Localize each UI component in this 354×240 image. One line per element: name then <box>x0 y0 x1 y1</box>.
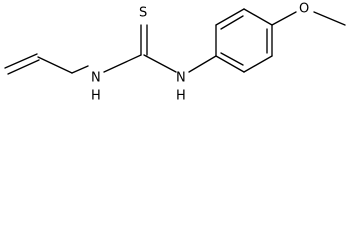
n-right-to-phenyl-bond <box>188 55 217 73</box>
allyl-ch-ch2-bond <box>37 56 73 74</box>
thiocarbonyl-to-n-right-bond <box>143 54 177 73</box>
allyl-terminal-double-bond-inner <box>7 59 40 75</box>
amine-left: N H <box>91 71 101 104</box>
phenyl-ring <box>215 8 273 73</box>
n-left-to-thiocarbonyl-bond <box>103 54 142 73</box>
amine-right: N H <box>176 71 186 104</box>
ring-inner-double-bond-1 <box>220 15 244 30</box>
ring-bond-2 <box>215 8 245 26</box>
nitrogen-left-label: N <box>91 71 101 86</box>
hydrogen-left-label: H <box>91 89 101 104</box>
allyl-ch2-n-bond <box>71 65 89 74</box>
ring-to-oxygen-bond <box>271 11 297 26</box>
oxygen-label: O <box>299 2 309 17</box>
ring-bond-6 <box>215 55 245 73</box>
hydrogen-right-label: H <box>176 89 186 104</box>
oxygen-to-methyl-bond <box>313 11 346 26</box>
ring-bond-3 <box>243 8 273 26</box>
ring-inner-double-bond-3 <box>220 52 244 66</box>
allyl-terminal-double-bond-outer <box>4 53 38 69</box>
nitrogen-right-label: N <box>176 71 186 86</box>
ring-bond-5 <box>243 55 273 73</box>
sulfur-label: S <box>139 6 147 21</box>
thiourea-structure-diagram: N H S N H O <box>4 2 346 104</box>
